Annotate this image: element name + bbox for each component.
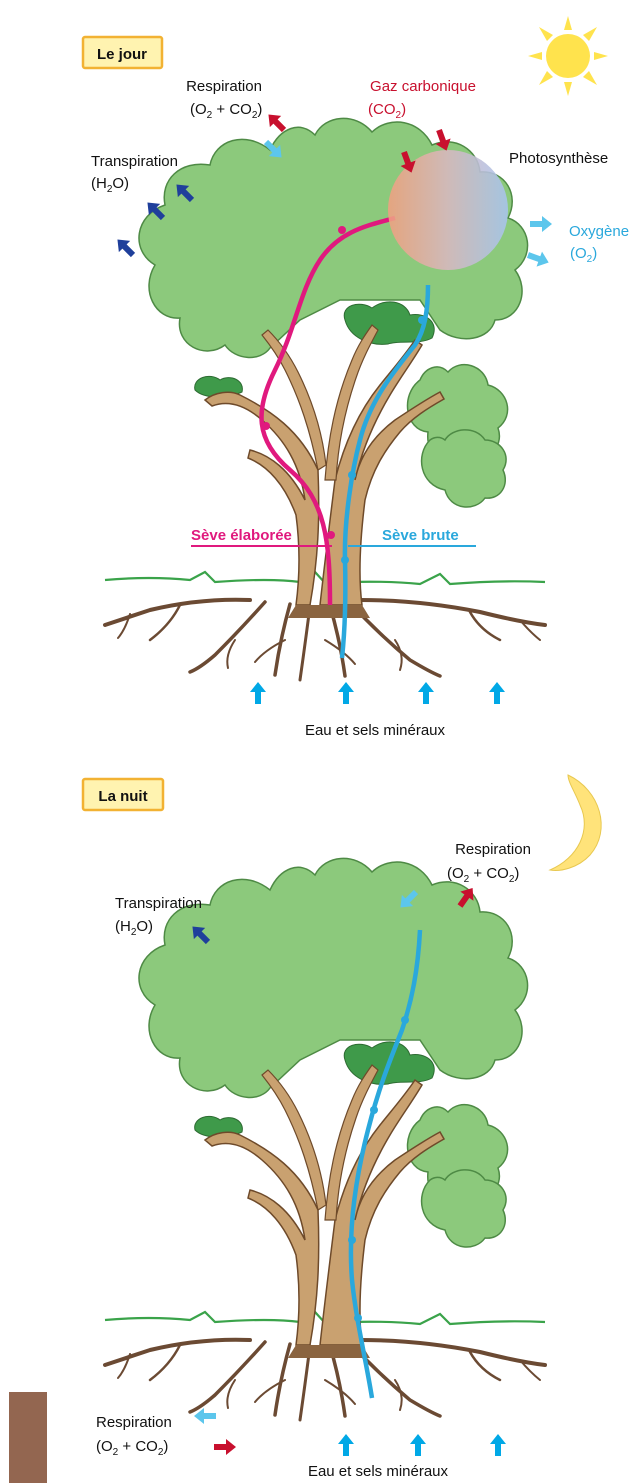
day-water-arrow-1 <box>250 682 266 704</box>
day-gaz-label: Gaz carbonique (CO2) <box>368 78 476 121</box>
day-transpiration-title: Transpiration <box>91 153 178 170</box>
day-water-arrow-2 <box>338 682 354 704</box>
day-water-arrow-3 <box>418 682 434 704</box>
oxygen-out-arrow-2 <box>525 247 551 270</box>
day-water-arrow-4 <box>489 682 505 704</box>
day-gaz-title: Gaz carbonique <box>370 78 476 95</box>
night-transpiration-title: Transpiration <box>115 895 202 912</box>
night-tree <box>105 858 545 1420</box>
seve-elaboree-label: Sève élaborée <box>191 527 292 544</box>
night-respiration-title: Respiration <box>455 841 531 858</box>
night-badge: La nuit <box>83 779 163 810</box>
night-root-co2-arrow <box>214 1439 236 1455</box>
seve-brute-label: Sève brute <box>382 527 459 544</box>
night-respiration-formula: (O2 + CO2) <box>447 865 519 885</box>
night-water-arrow-1 <box>338 1434 354 1456</box>
day-panel: Le jour <box>83 16 629 739</box>
day-respiration-title: Respiration <box>186 78 262 95</box>
night-water-arrow-3 <box>490 1434 506 1456</box>
night-root-respiration-formula: (O2 + CO2) <box>96 1438 168 1458</box>
night-root-respiration-label: Respiration (O2 + CO2) <box>96 1414 172 1458</box>
day-eau-label: Eau et sels minéraux <box>305 722 446 739</box>
oxygen-out-arrow-1 <box>530 216 552 232</box>
photosynthese-label: Photosynthèse <box>509 150 608 167</box>
night-transpiration-formula: (H2O) <box>115 918 153 938</box>
night-eau-label: Eau et sels minéraux <box>308 1463 449 1480</box>
night-water-arrow-2 <box>410 1434 426 1456</box>
night-badge-label: La nuit <box>98 788 147 805</box>
day-respiration-label: Respiration (O2 + CO2) <box>186 78 262 121</box>
transpiration-arrow-3 <box>112 234 139 261</box>
oxygene-title: Oxygène <box>569 223 629 240</box>
day-badge: Le jour <box>83 37 162 68</box>
night-respiration-label: Respiration (O2 + CO2) <box>447 841 531 885</box>
moon-icon <box>550 775 601 870</box>
day-respiration-formula: (O2 + CO2) <box>190 101 262 121</box>
day-badge-label: Le jour <box>97 46 147 63</box>
brown-block <box>9 1392 47 1483</box>
oxygene-label: Oxygène (O2) <box>569 223 629 265</box>
night-panel: La nuit Respiration (O2 + CO2) Transpira… <box>9 775 601 1483</box>
night-root-respiration-title: Respiration <box>96 1414 172 1431</box>
night-root-o2-arrow <box>194 1408 216 1424</box>
oxygene-formula: (O2) <box>570 245 597 265</box>
day-gaz-formula: (CO2) <box>368 101 406 121</box>
sun-icon <box>528 16 608 96</box>
day-transpiration-formula: (H2O) <box>91 175 129 195</box>
